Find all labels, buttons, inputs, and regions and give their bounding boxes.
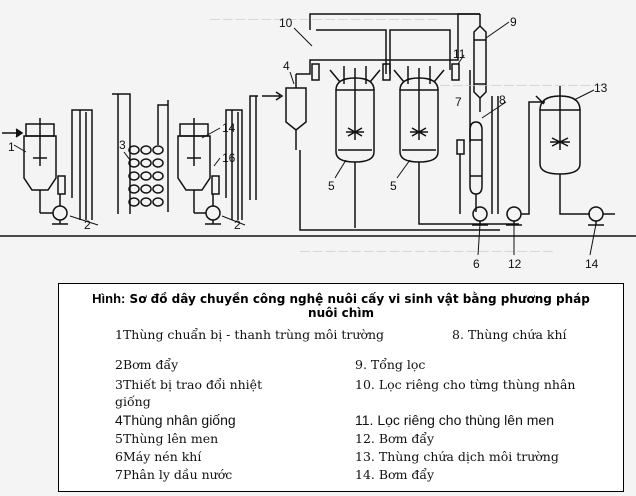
label-13: 13 [594, 81, 608, 95]
legend-item-11: 11. Lọc riêng cho thùng lên men [355, 412, 554, 428]
air-receiver [469, 121, 483, 195]
heat-exchanger [112, 93, 169, 214]
label-5-left: 5 [328, 179, 335, 193]
pump-2-left [39, 205, 68, 225]
compressor-6 [472, 206, 488, 226]
label-5-right: 5 [390, 179, 397, 193]
caption-title-lead: Hình: [92, 291, 126, 306]
legend-item-3: 3Thiết bị trao đổi nhiệt [115, 377, 263, 392]
label-16: 16 [222, 151, 236, 165]
legend-item-6: 6Máy nén khí [115, 449, 202, 464]
legend-item-9: 9. Tổng lọc [355, 357, 426, 372]
svg-text:— — — — — — — — — — — — — — —: — — — — — — — — — — — — — — — — — — — — [300, 246, 553, 257]
label-1: 1 [8, 140, 15, 154]
label-12: 12 [508, 257, 522, 271]
caption-title-line2: nuôi chìm [308, 306, 374, 320]
pump-14 [588, 206, 604, 226]
legend-item-4: 4Thùng nhân giống [115, 412, 236, 428]
second-preparation-tank [177, 118, 211, 205]
caption-title-line1: Sơ đồ dây chuyền công nghệ nuôi cấy vi s… [129, 292, 590, 306]
legend-item-3-cont: giống [115, 394, 151, 409]
pump-12 [506, 206, 522, 226]
label-10: 10 [279, 16, 293, 30]
label-3: 3 [119, 138, 126, 152]
label-14-middle: 14 [222, 121, 236, 135]
legend-item-14: 14. Bơm đẩy [355, 467, 435, 482]
filter-10 [311, 63, 320, 81]
label-4: 4 [283, 59, 290, 73]
label-8: 8 [499, 93, 506, 107]
label-11: 11 [453, 47, 466, 61]
legend-item-12: 12. Bơm đẩy [355, 431, 435, 446]
medium-tank [539, 86, 581, 190]
legend-item-2: 2Bơm đẩy [115, 357, 179, 372]
legend-item-5: 5Thùng lên men [115, 431, 219, 446]
pump-2-middle [193, 205, 221, 225]
legend-item-13: 13. Thùng chứa dịch môi trường [355, 449, 559, 464]
legend-item-7: 7Phân ly dầu nước [115, 467, 233, 482]
label-14: 14 [585, 257, 599, 271]
fermenter-right [393, 66, 445, 163]
fermenter-left [329, 66, 381, 163]
label-2-left: 2 [84, 218, 91, 232]
legend-item-8: 8. Thùng chứa khí [452, 327, 567, 342]
label-6: 6 [473, 257, 480, 271]
svg-text:— — — — — — — — — — — — —: — — — — — — — — — — — — — [440, 80, 603, 91]
legend-item-10: 10. Lọc riêng cho từng thùng nhân [355, 377, 576, 392]
legend-item-1: 1Thùng chuẩn bị - thanh trùng môi trường [115, 327, 385, 342]
svg-text:— — — — — — — — — — — — — — —: — — — — — — — — — — — — — — — — — — [210, 14, 437, 25]
label-9: 9 [510, 15, 517, 29]
preparation-tank [23, 118, 57, 205]
caption-box: Hình: Sơ đồ dây chuyền công nghệ nuôi cấ… [58, 283, 624, 492]
label-2-middle: 2 [234, 218, 241, 232]
label-7: 7 [455, 95, 462, 109]
seed-tank [285, 74, 307, 150]
caption-title: Hình: Sơ đồ dây chuyền công nghệ nuôi cấ… [59, 291, 623, 321]
process-flow-diagram: — — — — — — — — — — — — — — — — — — — — … [0, 13, 636, 271]
